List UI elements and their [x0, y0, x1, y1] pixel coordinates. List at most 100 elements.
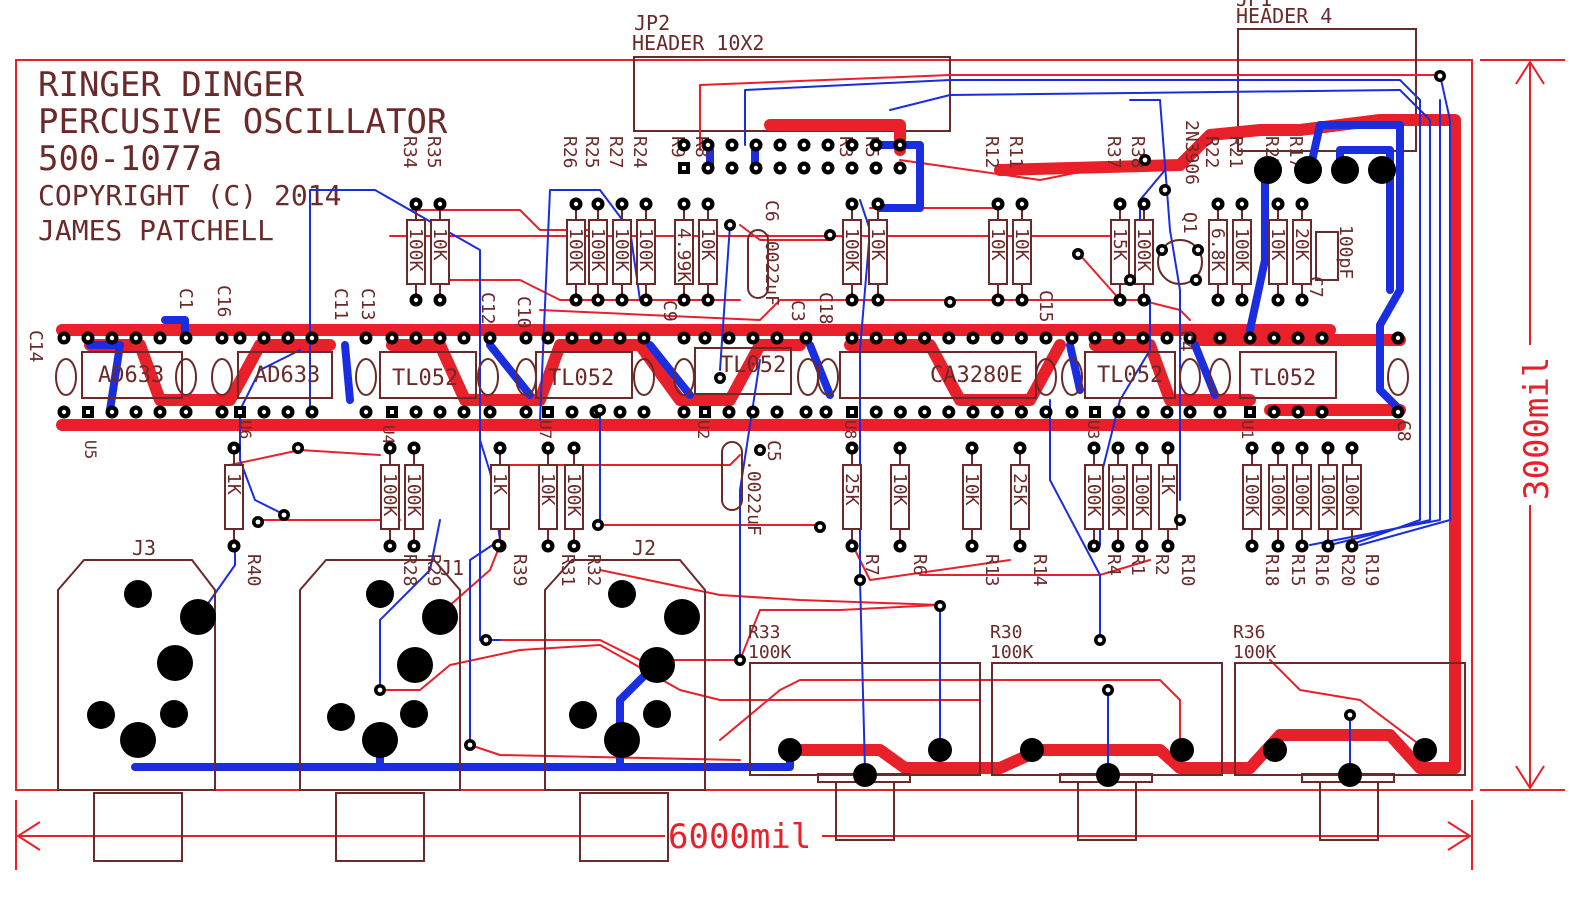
height-dimension: [1480, 59, 1565, 791]
jack-ref: J1: [440, 556, 464, 580]
vias: [252, 70, 1446, 751]
pad-hole: [1275, 445, 1281, 451]
cap-ref: C10: [513, 296, 534, 329]
cap-ref: C9: [659, 300, 680, 322]
pad-hole: [1249, 543, 1255, 549]
top-copper-layer: [56, 74, 1461, 774]
pad-hole: [922, 335, 927, 341]
via-hole: [1193, 277, 1199, 283]
cap-c6-value: .0022uF: [761, 230, 782, 306]
pad-hole: [363, 335, 369, 341]
pad-hole: [569, 409, 575, 415]
cap-ref: C4: [1175, 330, 1196, 352]
pad-hole: [1275, 543, 1281, 549]
resistor-ref: R13: [981, 554, 1002, 587]
resistor-ref: R27: [605, 136, 626, 169]
pad-hole: [681, 409, 687, 415]
resistor-ref: R21: [1225, 136, 1246, 169]
pad-hole: [413, 409, 419, 415]
ic-label: CA3280E: [930, 363, 1023, 388]
pad-hole: [1271, 409, 1277, 415]
pad-hole: [1017, 543, 1023, 549]
via-hole: [1075, 251, 1081, 257]
title-line-3: 500-1077a: [38, 139, 222, 179]
pad-hole: [726, 409, 732, 415]
ic-ref: U7: [536, 420, 555, 439]
pad-hole: [1043, 409, 1049, 415]
pad-hole: [1165, 543, 1171, 549]
title-line-4: COPYRIGHT (C) 2014: [38, 179, 341, 212]
jack-ref: J2: [632, 536, 656, 560]
ic-refs: U5 U6 U4 U7 U2 U8 U3 U1: [81, 420, 1257, 459]
via-hole: [737, 657, 743, 663]
pad-hole: [617, 409, 623, 415]
pad-hole: [593, 335, 599, 341]
ic-label: TL052: [548, 366, 614, 391]
resistor-value: 1K: [489, 473, 510, 495]
resistor-value: 10K: [1267, 228, 1288, 261]
pad-hole: [1187, 335, 1193, 341]
resistor-ref: R18: [1261, 554, 1282, 587]
cap-c5: C5: [763, 440, 784, 462]
resistor-ref: R40: [243, 554, 264, 587]
pad-hole: [774, 409, 780, 415]
pad-hole: [681, 297, 687, 303]
pad-hole: [849, 201, 855, 207]
resistor-ref: R14: [1029, 554, 1050, 587]
ic-pins: [57, 331, 1405, 419]
resistor: 100K R18: [1241, 441, 1282, 587]
pad-hole: [545, 445, 551, 451]
title-line-5: JAMES PATCHELL: [38, 214, 274, 247]
ic-label: TL052: [1097, 363, 1163, 388]
transistor-q1: 2N3906 Q1: [1157, 120, 1203, 285]
pad-hole: [413, 335, 419, 341]
pad-hole: [523, 335, 529, 341]
pad-hole: [729, 165, 735, 171]
resistor-value: 100K: [1291, 473, 1312, 517]
pad-hole: [219, 409, 225, 415]
pot-ref: R33: [748, 622, 781, 643]
pad-hole: [969, 543, 975, 549]
via-hole: [597, 407, 603, 413]
resistor-ref: R11: [1005, 136, 1026, 169]
cap-ref: C13: [357, 288, 378, 321]
resistor-value: 10K: [987, 228, 1008, 261]
via-hole: [483, 637, 489, 643]
pad-hole: [705, 165, 711, 171]
pad-hole: [1019, 335, 1024, 341]
resistor-ref: R39: [509, 554, 530, 587]
pad-hole: [1325, 445, 1331, 451]
pad-hole: [309, 409, 315, 415]
jp2-pins: [677, 138, 907, 175]
pad-hole: [1217, 409, 1223, 415]
pad-hole: [133, 335, 139, 341]
ic-label: TL052: [392, 366, 458, 391]
resistor-value: 100K: [565, 228, 586, 272]
cap-c7-value: 100pF: [1335, 225, 1356, 279]
pad-hole: [285, 409, 291, 415]
resistor-value: 100K: [1107, 473, 1128, 517]
resistor-ref: R32: [583, 554, 604, 587]
pad-hole: [825, 142, 831, 148]
pad-hole: [703, 410, 707, 414]
cap-ref: C12: [477, 292, 498, 325]
resistor-ref: R19: [1361, 554, 1382, 587]
pad-hole: [413, 297, 419, 303]
pad-hole: [777, 165, 783, 171]
jp1-ref: JP1: [1236, 0, 1272, 11]
pad-hole: [946, 335, 951, 341]
pad-hole: [726, 335, 732, 341]
resistor-value: 100K: [1241, 473, 1262, 517]
ic-label: AD633: [254, 363, 320, 388]
resistor-ref: R7: [861, 554, 882, 576]
pad-hole: [681, 201, 687, 207]
